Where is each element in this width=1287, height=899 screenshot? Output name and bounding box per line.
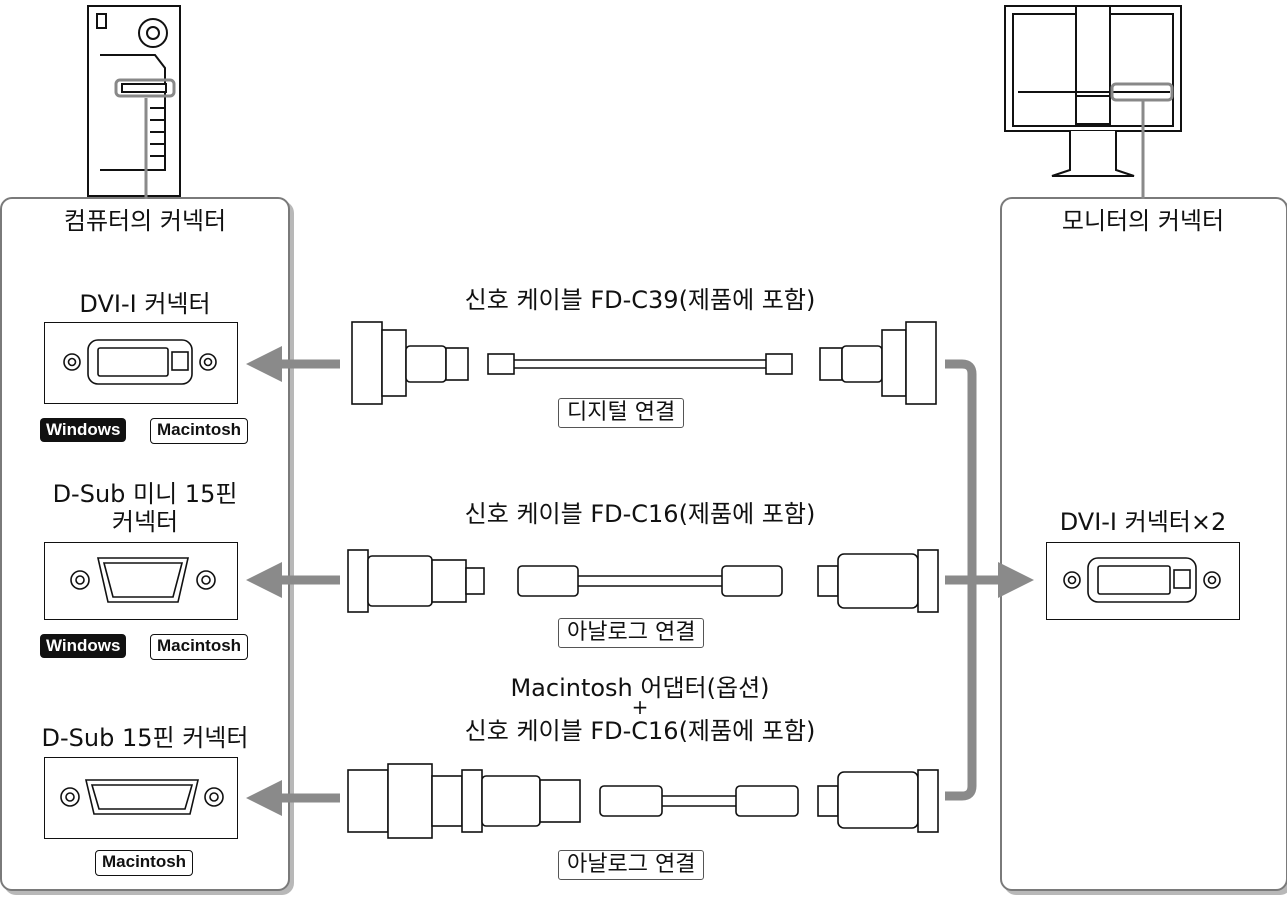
- monitor-connector-title: 모니터의 커넥터: [1061, 207, 1225, 235]
- digital-connection-label: 디지털 연결: [558, 398, 685, 428]
- monitor-dvi-label: DVI-I 커넥터×2: [1059, 508, 1227, 536]
- cable-3-title-plus: +: [631, 695, 649, 719]
- dsub-15-port-icon: [60, 779, 224, 815]
- windows-badge: Windows: [40, 418, 127, 442]
- cable-3-title-line1: Macintosh 어댑터(옵션): [510, 674, 770, 702]
- computer-port-highlight: [114, 78, 176, 98]
- cable-2-title: 신호 케이블 FD-C16(제품에 포함): [464, 500, 816, 528]
- monitor-back-illustration: [1004, 5, 1182, 177]
- monitor-dvi-port-icon: [1063, 557, 1221, 603]
- cable-3-title-line2: 신호 케이블 FD-C16(제품에 포함): [464, 717, 816, 745]
- windows-badge: Windows: [40, 634, 127, 658]
- power-led: [96, 13, 107, 29]
- macintosh-badge: Macintosh: [150, 634, 249, 660]
- monitor-stand: [1051, 131, 1135, 177]
- dsub-mini-label-line1: D-Sub 미니 15핀: [52, 480, 238, 508]
- adapter-cable-illustration: [347, 763, 939, 839]
- cable-1-title: 신호 케이블 FD-C39(제품에 포함): [464, 286, 816, 314]
- dvi-connector-label: DVI-I 커넥터: [79, 290, 211, 318]
- macintosh-badge: Macintosh: [95, 850, 194, 876]
- dvi-port-icon: [63, 339, 217, 385]
- dsub-mini-port-icon: [70, 557, 216, 603]
- dsub-cable-illustration: [347, 549, 939, 613]
- dsub-mini-label-line2: 커넥터: [111, 508, 179, 536]
- computer-tower-illustration: [87, 5, 181, 197]
- analog-connection-label: 아날로그 연결: [558, 618, 705, 648]
- dsub-15-label: D-Sub 15핀 커넥터: [41, 724, 249, 752]
- dvi-cable-illustration: [351, 321, 937, 405]
- analog-connection-label-2: 아날로그 연결: [558, 850, 705, 880]
- computer-connector-title: 컴퓨터의 커넥터: [63, 207, 227, 235]
- macintosh-badge: Macintosh: [150, 418, 249, 444]
